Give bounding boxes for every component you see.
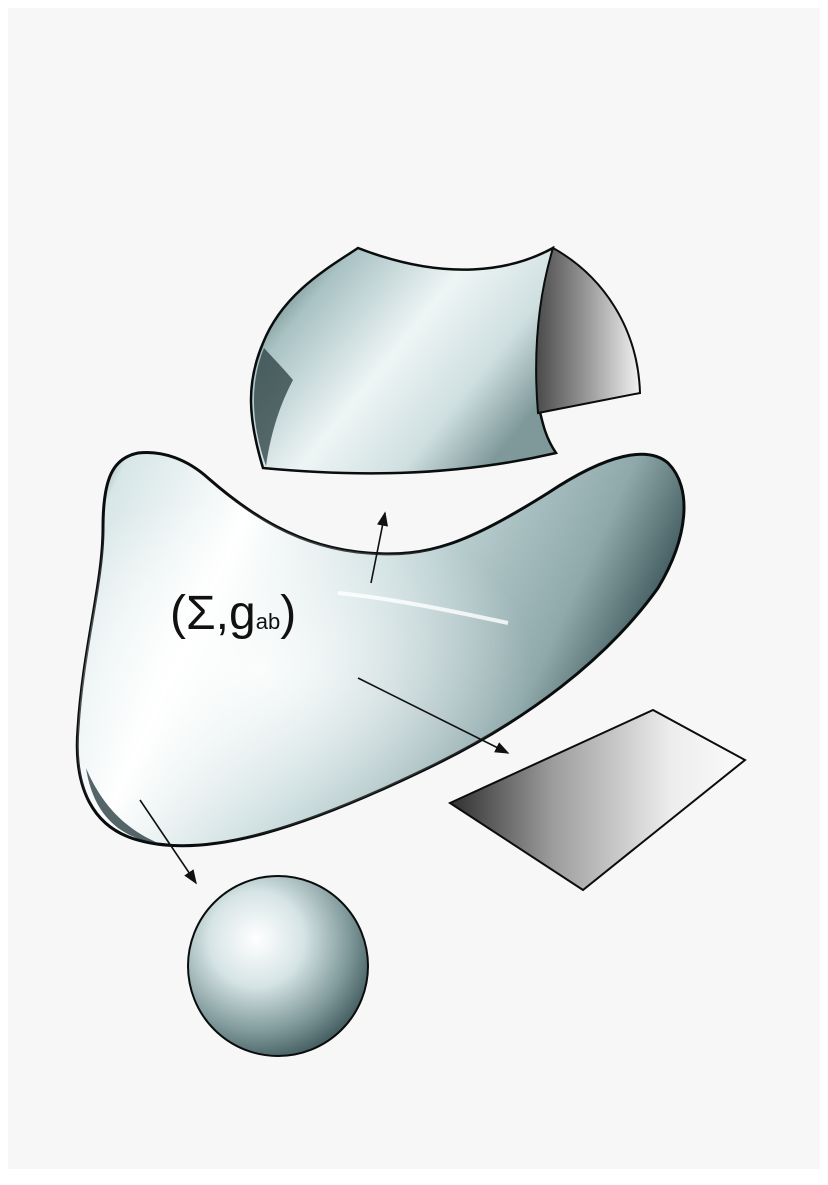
figure-canvas: (Σ,gab) bbox=[8, 8, 820, 1169]
manifold-label: (Σ,gab) bbox=[170, 590, 296, 638]
main-surface bbox=[75, 450, 686, 848]
label-g: g bbox=[229, 587, 256, 640]
label-open-paren: ( bbox=[170, 587, 186, 640]
arrow-to-sphere bbox=[139, 799, 197, 885]
saddle-cap bbox=[535, 246, 642, 415]
sphere bbox=[187, 875, 369, 1057]
arrow-to-saddle bbox=[370, 511, 388, 584]
label-sigma: Σ, bbox=[185, 587, 229, 640]
arrow-to-plane bbox=[357, 677, 510, 754]
label-subscript: ab bbox=[255, 609, 281, 634]
saddle-patch bbox=[249, 245, 559, 475]
flat-plane bbox=[447, 708, 747, 892]
surface-decomposition-diagram bbox=[75, 245, 747, 1057]
label-close-paren: ) bbox=[280, 587, 297, 640]
